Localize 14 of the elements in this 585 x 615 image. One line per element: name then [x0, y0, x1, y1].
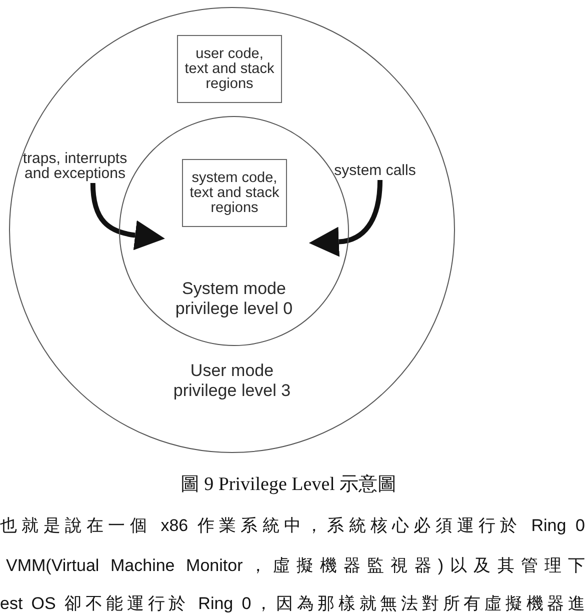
mode-label: System mode privilege level 0 — [174, 279, 294, 319]
curved-arrow — [309, 180, 383, 257]
annotation-label: system calls — [332, 162, 418, 180]
annotation-label: traps, interrupts and exceptions — [16, 151, 134, 183]
curved-arrow — [90, 182, 165, 250]
region-label: user code, text and stack regions — [184, 46, 275, 92]
region-label: system code, text and stack regions — [189, 170, 280, 216]
paragraph-text: est OS 卻不能運行於 Ring 0，因為那樣就無法對所有虛擬機器進 — [0, 594, 585, 614]
mode-label: User mode privilege level 3 — [172, 361, 292, 401]
figure-caption: 圖 9 Privilege Level 示意圖 — [180, 473, 397, 497]
region-box — [177, 35, 282, 103]
paragraph-text: 也就是說在一個 x86 作業系統中，系統核心必須運行於 Ring 0 — [0, 516, 585, 536]
paragraph-text: VMM(Virtual Machine Monitor，虛擬機器監視器)以及其管理下 — [5, 556, 585, 576]
region-box — [182, 159, 287, 227]
